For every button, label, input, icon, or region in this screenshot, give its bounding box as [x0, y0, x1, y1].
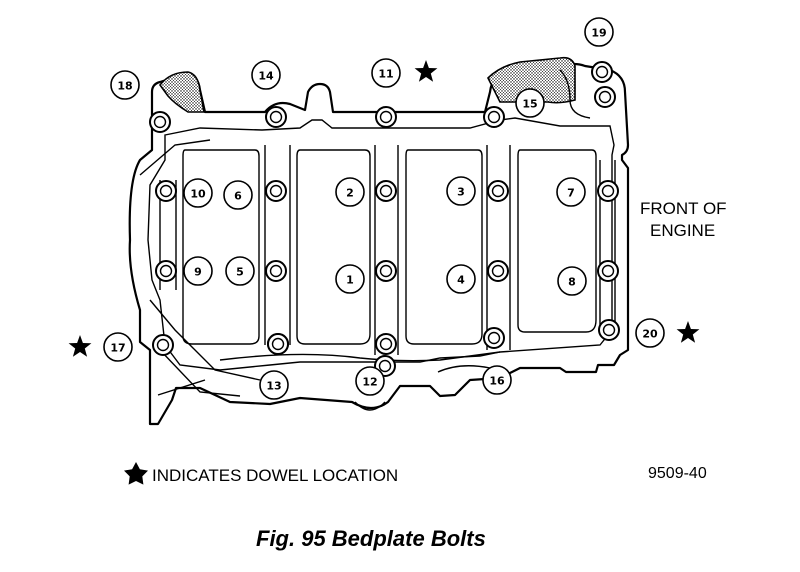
- callout-2: 2: [335, 177, 365, 207]
- callout-12: 12: [355, 366, 385, 396]
- bolt-head: [375, 106, 397, 128]
- dowel-star-icon: [414, 60, 438, 82]
- callout-label: 11: [378, 68, 393, 81]
- legend-text: INDICATES DOWEL LOCATION: [152, 466, 398, 485]
- callout-17: 17: [103, 332, 133, 362]
- callout-19: 19: [584, 17, 614, 47]
- bolt-head: [487, 180, 509, 202]
- dowel-star-icon: [68, 335, 92, 357]
- callout-label: 1: [346, 274, 354, 287]
- callout-8: 8: [557, 266, 587, 296]
- callout-circle: [251, 60, 281, 90]
- bolt-head: [483, 327, 505, 349]
- callout-16: 16: [482, 365, 512, 395]
- callout-label: 12: [362, 376, 377, 389]
- callout-circle: [556, 177, 586, 207]
- callout-circle: [183, 178, 213, 208]
- callout-circle: [335, 177, 365, 207]
- bolt-head: [597, 260, 619, 282]
- bolt-head: [149, 111, 171, 133]
- callout-label: 7: [567, 187, 575, 200]
- callout-3: 3: [446, 176, 476, 206]
- callout-label: 20: [642, 328, 658, 341]
- callout-label: 15: [522, 98, 537, 111]
- callout-label: 19: [591, 27, 606, 40]
- bolt-head: [152, 334, 174, 356]
- dowel-markers: [68, 60, 700, 357]
- callout-label: 17: [110, 342, 125, 355]
- legend: INDICATES DOWEL LOCATION: [124, 462, 398, 485]
- bolt-head: [265, 106, 287, 128]
- callout-label: 4: [457, 274, 465, 287]
- front-label-line2: ENGINE: [650, 221, 715, 240]
- dowel-star-icon: [676, 321, 700, 343]
- callout-20: 20: [635, 318, 665, 348]
- callout-label: 13: [266, 380, 281, 393]
- bolt-head: [267, 333, 289, 355]
- bolt-head: [594, 86, 616, 108]
- callout-circle: [103, 332, 133, 362]
- callout-label: 10: [190, 188, 206, 201]
- callout-circle: [446, 176, 476, 206]
- callout-label: 5: [236, 266, 244, 279]
- bolt-head: [265, 260, 287, 282]
- callout-circle: [223, 180, 253, 210]
- bolt-head: [375, 180, 397, 202]
- bolt-head: [487, 260, 509, 282]
- callout-7: 7: [556, 177, 586, 207]
- callout-label: 16: [489, 375, 505, 388]
- bolt-heads: [149, 61, 620, 377]
- callout-label: 6: [234, 190, 242, 203]
- callout-circle: [446, 264, 476, 294]
- callout-circle: [482, 365, 512, 395]
- callout-9: 9: [183, 256, 213, 286]
- callout-circle: [183, 256, 213, 286]
- callout-circle: [335, 264, 365, 294]
- callout-10: 10: [183, 178, 213, 208]
- callout-18: 18: [110, 70, 140, 100]
- callout-6: 6: [223, 180, 253, 210]
- callout-15: 15: [515, 88, 545, 118]
- callout-circle: [515, 88, 545, 118]
- bolt-head: [155, 260, 177, 282]
- bolt-head: [375, 333, 397, 355]
- bolt-head: [155, 180, 177, 202]
- callout-circle: [110, 70, 140, 100]
- bolt-head: [483, 106, 505, 128]
- bolt-head: [591, 61, 613, 83]
- callout-13: 13: [259, 370, 289, 400]
- bolt-head: [375, 260, 397, 282]
- callout-circle: [355, 366, 385, 396]
- bolt-head: [597, 180, 619, 202]
- callout-circle: [584, 17, 614, 47]
- callout-label: 9: [194, 266, 202, 279]
- callout-14: 14: [251, 60, 281, 90]
- callout-label: 3: [457, 186, 465, 199]
- callout-label: 2: [346, 187, 354, 200]
- callout-circle: [259, 370, 289, 400]
- front-label-line1: FRONT OF: [640, 199, 727, 218]
- callout-circle: [225, 256, 255, 286]
- callout-circle: [371, 58, 401, 88]
- callout-11: 11: [371, 58, 401, 88]
- callout-label: 14: [258, 70, 274, 83]
- callout-5: 5: [225, 256, 255, 286]
- part-number: 9509-40: [648, 465, 707, 482]
- callout-1: 1: [335, 264, 365, 294]
- callout-label: 8: [568, 276, 576, 289]
- bolt-head: [598, 319, 620, 341]
- legend-star-icon: [124, 462, 148, 485]
- bolt-head: [265, 180, 287, 202]
- callout-circle: [557, 266, 587, 296]
- callout-circle: [635, 318, 665, 348]
- bedplate-outline: [128, 56, 630, 426]
- callout-label: 18: [117, 80, 132, 93]
- figure-caption: Fig. 95 Bedplate Bolts: [256, 526, 486, 551]
- callout-4: 4: [446, 264, 476, 294]
